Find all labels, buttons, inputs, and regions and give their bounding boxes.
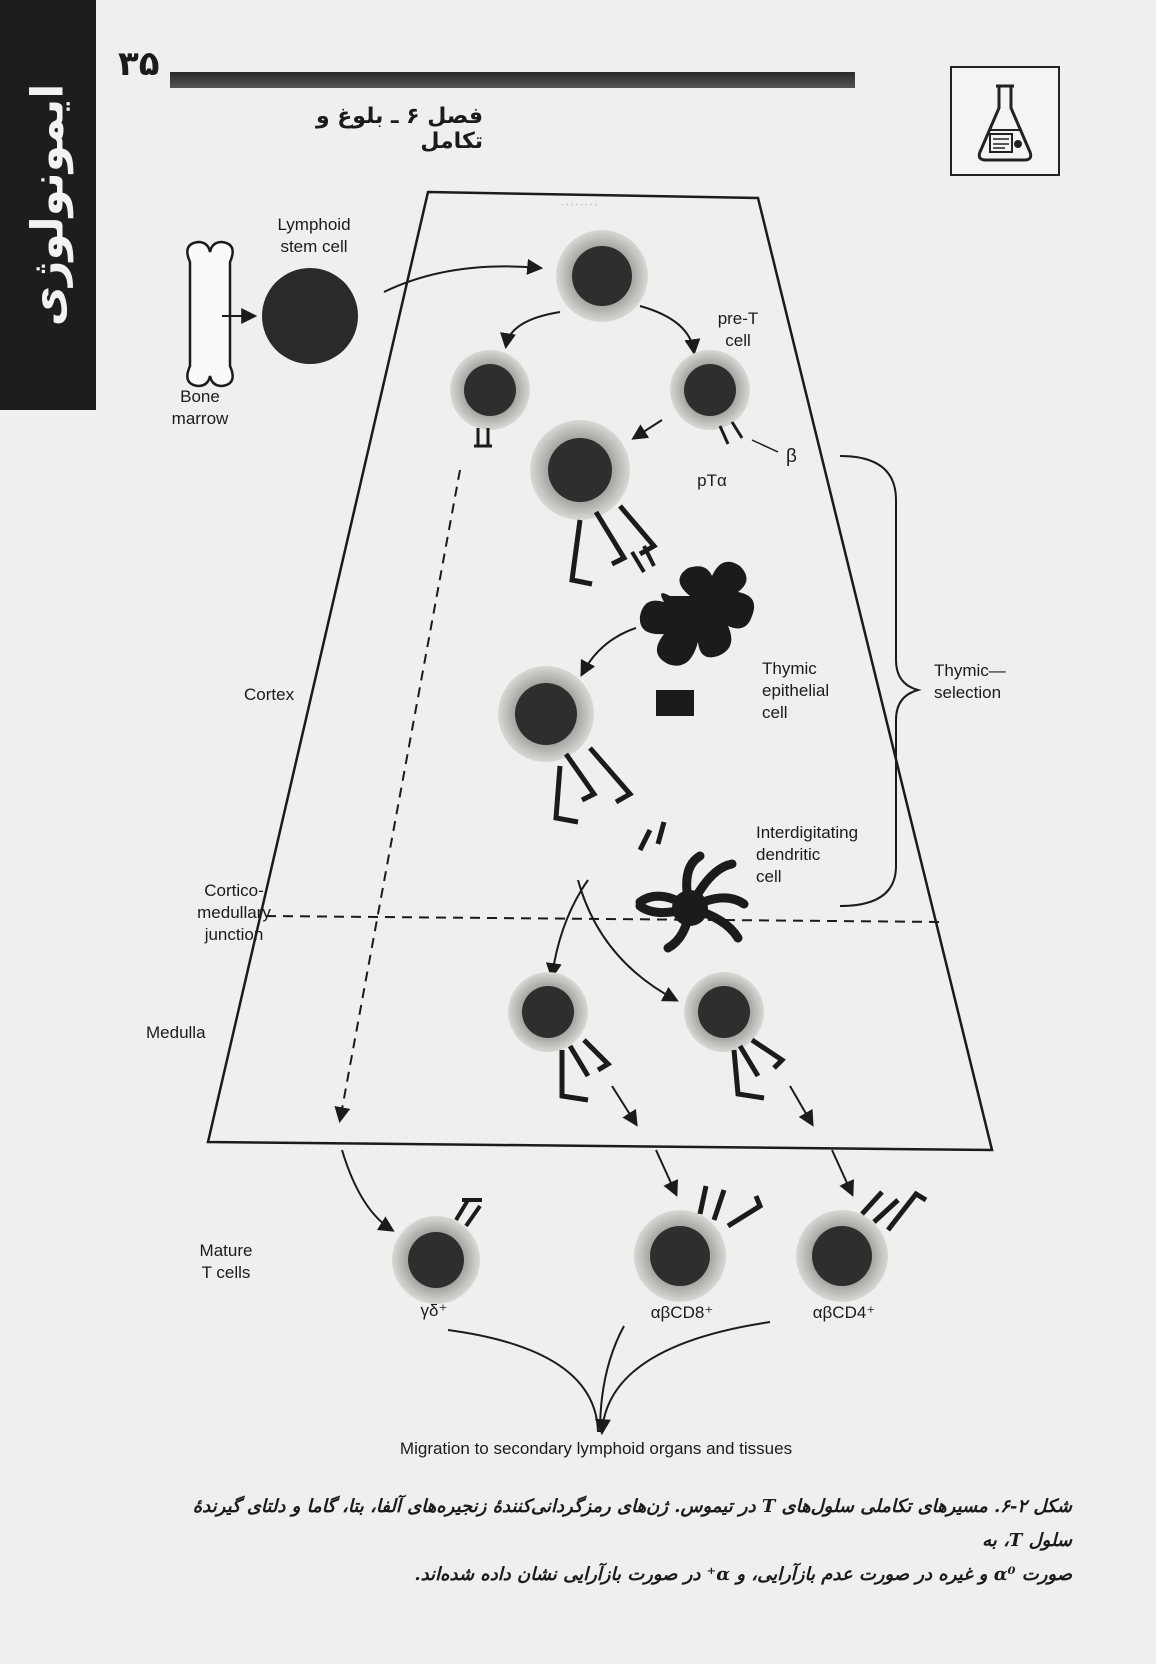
- flask-logo: [950, 66, 1060, 176]
- cd8-t-cell-label: αβCD8⁺: [651, 1303, 714, 1322]
- gd-t-cell-receptor: [454, 1198, 482, 1228]
- dendritic-cell-body: [672, 890, 708, 926]
- chapter-title: فصل ۶ ـ بلوغ و تکامل: [315, 104, 483, 154]
- arrow-entry-right: [639, 305, 701, 356]
- gamma-delta-path: [334, 469, 461, 1124]
- cd8-t-cell-receptors: [697, 1185, 764, 1229]
- cmj-label-1: Cortico-: [204, 881, 264, 900]
- cortex-label: Cortex: [244, 685, 295, 704]
- gd-precursor-nucleus: [464, 364, 516, 416]
- arrow-pret-down: [631, 419, 663, 440]
- selected-thymocyte-nucleus: [515, 683, 577, 745]
- thymocyte-entry-nucleus: [572, 246, 632, 306]
- page-number: ۳۵: [118, 44, 160, 84]
- arrow-cd8-mature: [655, 1149, 678, 1197]
- cmj-label-2: medullary: [197, 903, 271, 922]
- bleed-through-text: ········: [560, 196, 599, 214]
- gd-t-cell-label: γδ⁺: [421, 1301, 448, 1320]
- pre-t-cell-nucleus: [684, 364, 736, 416]
- medulla-label: Medulla: [146, 1023, 206, 1042]
- migration-arrow-left: [447, 1329, 599, 1433]
- cd4-t-cell-receptors: [860, 1190, 928, 1232]
- cmj-label-3: junction: [204, 925, 264, 944]
- gd-t-cell-nucleus: [408, 1232, 464, 1288]
- mature-label-2: T cells: [202, 1263, 251, 1282]
- cd8-medullary-receptors: [559, 1038, 613, 1103]
- bone-marrow-label-2: marrow: [172, 409, 229, 428]
- cd4-t-cell-nucleus: [812, 1226, 872, 1286]
- lymphoid-stem-cell: [262, 268, 358, 364]
- thymic-selection-bracket: [839, 455, 922, 907]
- arrow-entry-left: [500, 311, 561, 350]
- cd4-medullary-receptors: [731, 1037, 786, 1101]
- epithelial-cell-base: [656, 690, 694, 716]
- cd4-t-cell-label: αβCD4⁺: [813, 1303, 876, 1322]
- arrow-to-selected-cell: [580, 627, 637, 677]
- beta-label: β: [786, 446, 797, 467]
- stem-cell-label-1: Lymphoid: [277, 215, 350, 234]
- epithelial-label-3: cell: [762, 703, 788, 722]
- dendritic-label-1: Interdigitating: [756, 823, 858, 842]
- epithelial-label-1: Thymic: [762, 659, 817, 678]
- stem-cell-label-2: stem cell: [280, 237, 347, 256]
- selection-label-2: selection: [934, 683, 1001, 702]
- header-rule: [170, 72, 855, 88]
- pre-t-label-1: pre-T: [718, 309, 759, 328]
- epithelial-receptor: [630, 545, 656, 574]
- caption-line-1: شکل ۲-۶. مسیرهای تکاملی سلول‌های T در تی…: [192, 1496, 1072, 1551]
- bone-marrow-label-1: Bone: [180, 387, 220, 406]
- beta-pointer: [751, 439, 779, 453]
- migration-arrow-right: [594, 1321, 771, 1436]
- pre-t-label-2: cell: [725, 331, 751, 350]
- selected-thymocyte-receptors: [553, 746, 634, 825]
- pre-t-receptor: [718, 421, 744, 445]
- dp-thymocyte-nucleus: [548, 438, 612, 502]
- selection-label-1: Thymic—: [934, 661, 1006, 680]
- thymus-outline: [206, 190, 994, 1152]
- cd8-t-cell-nucleus: [650, 1226, 710, 1286]
- cd4-medullary-nucleus: [698, 986, 750, 1038]
- arrow-cd8-exit: [611, 1085, 638, 1127]
- t-cell-development-diagram: Bone marrow Lymphoid stem cell pre-T cel…: [146, 190, 1006, 1458]
- epithelial-label-2: epithelial: [762, 681, 829, 700]
- figure-caption: شکل ۲-۶. مسیرهای تکاملی سلول‌های T در تی…: [150, 1490, 1072, 1592]
- side-tab: ایمونولوژی: [0, 0, 96, 410]
- arrow-cd4-exit: [789, 1085, 814, 1127]
- arrow-gd-mature: [341, 1149, 395, 1232]
- arrow-split-right: [577, 879, 679, 1002]
- pt-alpha-label: pTα: [697, 471, 727, 490]
- mature-label-1: Mature: [200, 1241, 253, 1260]
- gd-precursor-receptor: [474, 428, 492, 448]
- arrow-stem-to-thymus: [383, 258, 544, 293]
- cortico-medullary-line: [265, 915, 946, 923]
- thymic-epithelial-cell: [639, 561, 755, 666]
- migration-label: Migration to secondary lymphoid organs a…: [400, 1439, 792, 1458]
- caption-line-2: صورت α⁰ و غیره در صورت عدم بازآرایی، و α…: [414, 1564, 1072, 1585]
- bone-icon: [186, 240, 234, 388]
- dendritic-mhc: [637, 821, 667, 852]
- arrow-cd4-mature: [831, 1149, 854, 1197]
- arrow-split-left: [545, 879, 589, 980]
- flask-icon: [977, 84, 1033, 162]
- cd8-medullary-nucleus: [522, 986, 574, 1038]
- dendritic-label-2: dendritic: [756, 845, 821, 864]
- dendritic-label-3: cell: [756, 867, 782, 886]
